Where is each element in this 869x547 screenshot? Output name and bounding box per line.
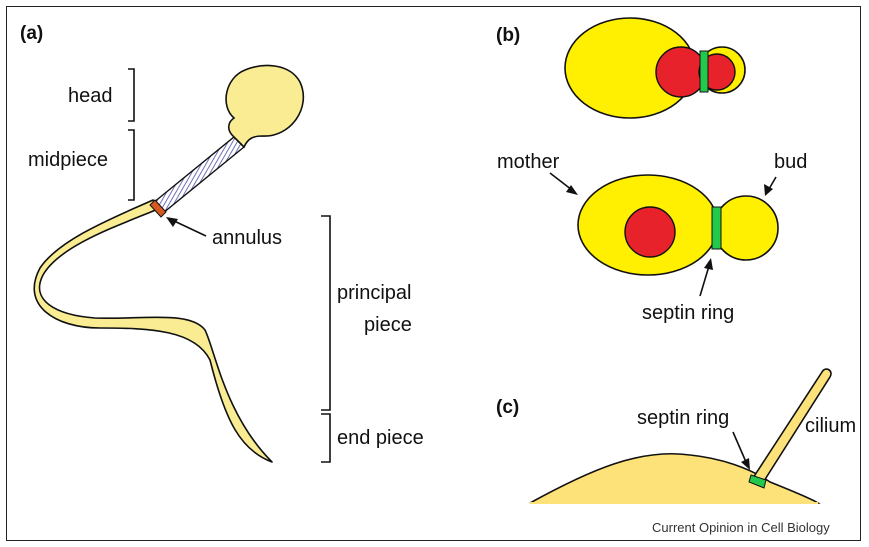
nucleus-mother bbox=[625, 207, 675, 257]
head-bracket bbox=[128, 69, 134, 121]
end-piece-bracket bbox=[321, 414, 330, 462]
sperm-head bbox=[226, 66, 303, 147]
bud-arrow bbox=[769, 177, 776, 189]
septin-ring-top bbox=[700, 51, 708, 92]
septin-arrow-b bbox=[700, 266, 709, 296]
midpiece-bracket bbox=[128, 130, 134, 200]
panel-b-label: (b) bbox=[496, 26, 520, 45]
annulus-label: annulus bbox=[212, 228, 282, 248]
septin-ring-bottom bbox=[712, 207, 721, 249]
credit-text: Current Opinion in Cell Biology bbox=[652, 521, 830, 534]
principal-piece-label-line2: piece bbox=[364, 315, 412, 335]
cilium-label: cilium bbox=[805, 416, 856, 436]
mother-arrow bbox=[550, 173, 572, 190]
sperm-diagram bbox=[34, 66, 330, 462]
midpiece-label: midpiece bbox=[28, 150, 108, 170]
septin-arrow-c bbox=[733, 432, 746, 462]
yeast-top-diagram bbox=[565, 18, 745, 118]
annulus-arrow bbox=[172, 220, 206, 236]
yeast-bottom-diagram bbox=[550, 173, 778, 296]
bud-label: bud bbox=[774, 152, 807, 172]
cilium-diagram bbox=[530, 369, 831, 503]
sperm-midpiece bbox=[153, 137, 244, 213]
septin-ring-label-c: septin ring bbox=[637, 408, 729, 428]
head-label: head bbox=[68, 86, 113, 106]
septin-ring-label-b: septin ring bbox=[642, 303, 734, 323]
principal-piece-label-line1: principal bbox=[337, 283, 411, 303]
principal-piece-bracket bbox=[321, 216, 330, 410]
yeast-bud bbox=[714, 196, 778, 260]
panel-c-label: (c) bbox=[496, 398, 519, 417]
mother-label: mother bbox=[497, 152, 559, 172]
septin-arrowhead-b bbox=[704, 258, 713, 270]
panel-a-label: (a) bbox=[20, 24, 43, 43]
end-piece-label: end piece bbox=[337, 428, 424, 448]
